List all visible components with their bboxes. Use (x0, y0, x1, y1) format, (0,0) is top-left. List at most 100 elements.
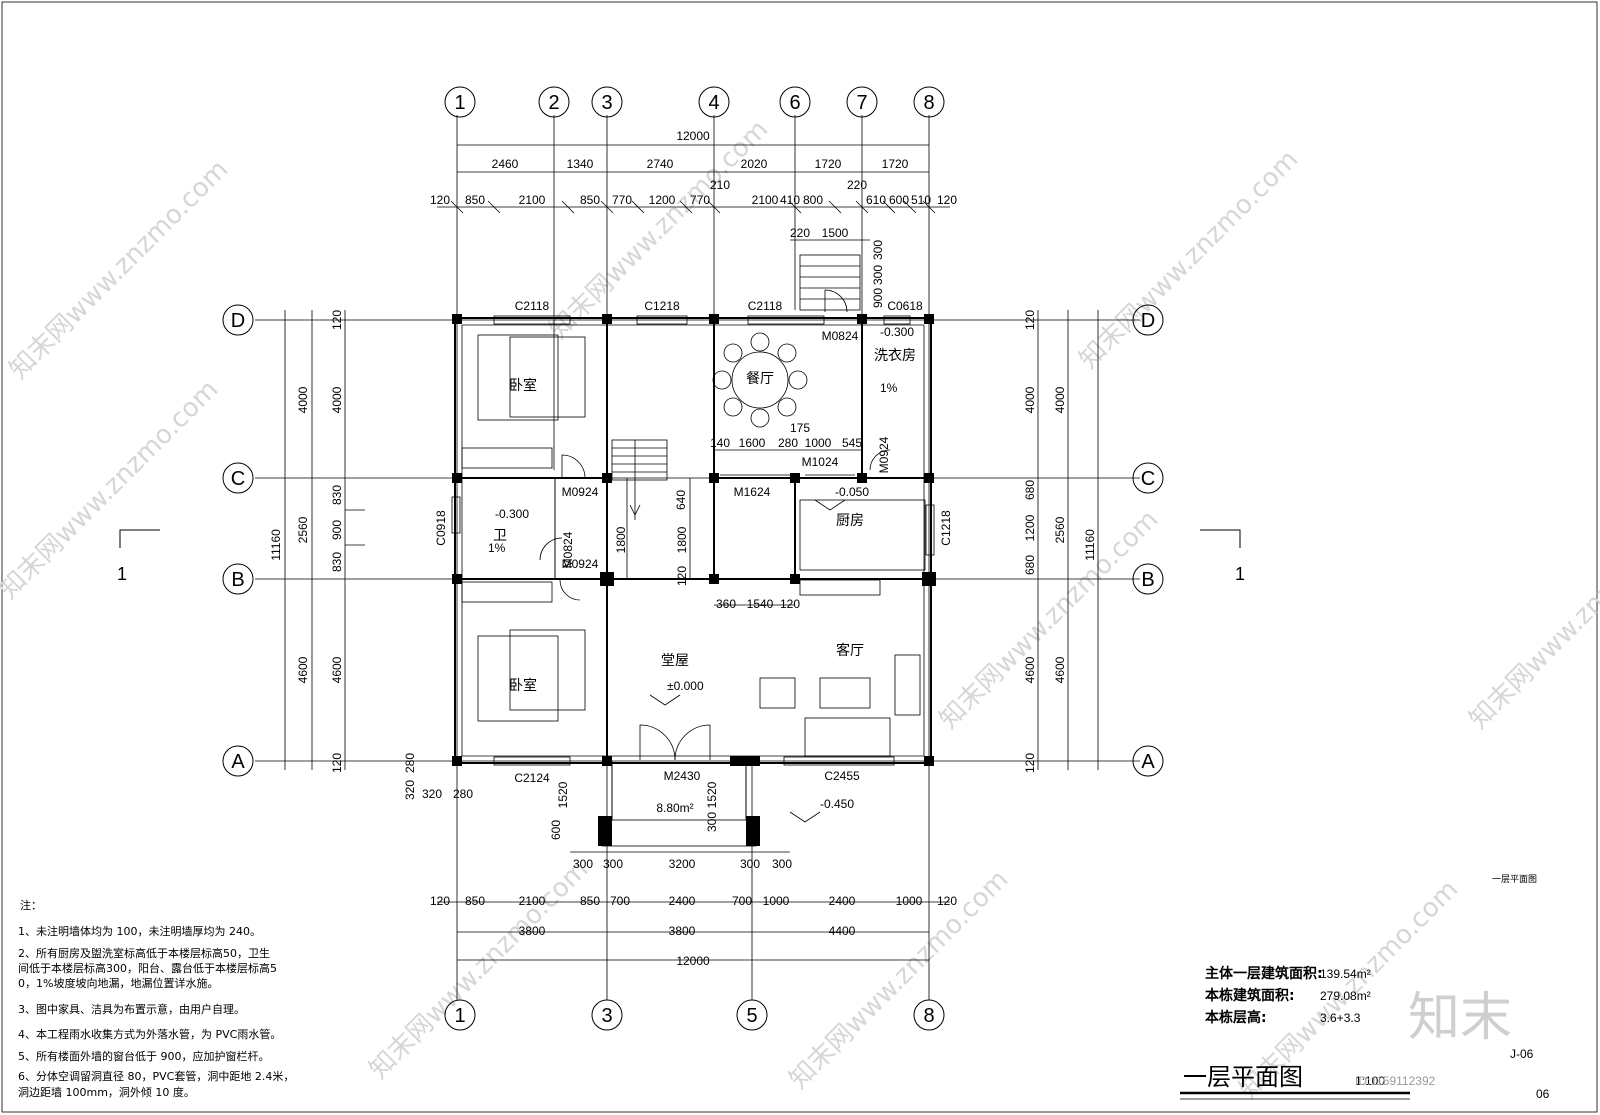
axis-bubble: 8 (913, 86, 945, 118)
svg-text:850: 850 (465, 894, 485, 908)
svg-text:M0824: M0824 (561, 531, 575, 568)
svg-text:1000: 1000 (805, 436, 832, 450)
svg-text:120: 120 (330, 753, 344, 773)
svg-text:5: 5 (746, 1005, 757, 1027)
right-dimensions: 11160 4000 2560 4600 120 4000 680 1200 6… (1023, 310, 1099, 773)
svg-text:2020: 2020 (741, 157, 768, 171)
room-label-living: 客厅 (836, 642, 864, 659)
svg-text:-0.050: -0.050 (835, 485, 869, 499)
svg-text:11160: 11160 (269, 529, 283, 561)
svg-text:C0918: C0918 (434, 510, 448, 546)
svg-text:6、分体空调留洞直径 80，PVC套管，洞中距地: 6、分体空调留洞直径 80，PVC套管，洞中距地 2.4米， (18, 1069, 294, 1083)
svg-text:1、未注明墙体均为 100，未注明墙厚均为 24: 1、未注明墙体均为 100，未注明墙厚均为 240。 (18, 924, 261, 938)
axis-bubble: 8 (913, 999, 945, 1031)
doors (539, 289, 891, 761)
watermark: 知末网www.znzmo.com (1464, 504, 1600, 735)
svg-text:2、所有厨房及盥洗室标高低于本楼层标高50，卫生: 2、所有厨房及盥洗室标高低于本楼层标高50，卫生 (18, 946, 270, 960)
svg-text:640: 640 (674, 490, 688, 510)
page-title: 一层平面图 (1183, 1063, 1303, 1091)
section-marker-right: 1 (1200, 529, 1245, 584)
svg-text:300: 300 (871, 265, 885, 285)
svg-text:900: 900 (871, 288, 885, 308)
columns (452, 314, 936, 766)
room-label-bedroom: 卧室 (509, 377, 537, 394)
window-labels: C2118 C1218 C2118 C0618 C0918 C1218 C212… (434, 299, 953, 785)
svg-text:1340: 1340 (567, 157, 594, 171)
watermark: 知末网www.znzmo.com (1074, 144, 1305, 375)
svg-text:3: 3 (601, 1005, 612, 1027)
svg-text:300: 300 (705, 812, 719, 832)
svg-text:主体一层建筑面积:: 主体一层建筑面积: (1205, 965, 1323, 982)
svg-text:C2118: C2118 (748, 299, 783, 313)
axis-bubble: A (1132, 745, 1164, 777)
bottom-axis-bubbles: 1 3 5 8 (444, 999, 945, 1031)
room-label-dining: 餐厅 (746, 371, 774, 387)
svg-text:M1024: M1024 (802, 455, 839, 469)
svg-text:545: 545 (842, 436, 862, 450)
svg-text:8: 8 (923, 92, 934, 114)
svg-text:2740: 2740 (647, 157, 674, 171)
svg-text:830: 830 (330, 485, 344, 505)
svg-text:220: 220 (847, 178, 867, 192)
sheet-code: 06 (1536, 1087, 1550, 1101)
svg-text:注：: 注： (20, 898, 42, 912)
svg-text:770: 770 (612, 193, 632, 207)
svg-text:B: B (1141, 569, 1154, 591)
svg-text:7: 7 (856, 92, 867, 114)
svg-text:4000: 4000 (330, 386, 344, 413)
svg-text:本栋层高:: 本栋层高: (1205, 1009, 1267, 1026)
svg-text:A: A (1141, 751, 1155, 773)
svg-text:120: 120 (1023, 310, 1037, 330)
svg-text:3800: 3800 (519, 924, 546, 938)
svg-text:-0.300: -0.300 (880, 325, 914, 339)
svg-text:2400: 2400 (669, 894, 696, 908)
svg-text:2560: 2560 (296, 516, 310, 543)
svg-text:1600: 1600 (739, 436, 766, 450)
svg-text:1800: 1800 (614, 526, 628, 553)
sofa (894, 654, 921, 716)
axis-bubble: 6 (779, 86, 811, 118)
svg-text:C: C (1141, 468, 1155, 490)
svg-text:±0.000: ±0.000 (667, 679, 704, 693)
room-label-hall: 堂屋 (661, 653, 689, 669)
svg-text:4、本工程雨水收集方式为外落水管，为 PV: 4、本工程雨水收集方式为外落水管，为 PVC雨水管。 (18, 1027, 281, 1041)
interior-dimensions: 140 1600 280 1000 545 175 640 1800 1800 … (403, 421, 862, 801)
top-dimensions: 12000 2460 1340 2740 2020 1720 1720 120 … (430, 129, 957, 214)
svg-text:2100: 2100 (519, 894, 546, 908)
wardrobe (461, 447, 553, 469)
axis-bubble: D (1132, 304, 1164, 336)
svg-text:4000: 4000 (1023, 386, 1037, 413)
svg-text:139.54m²: 139.54m² (1320, 967, 1371, 981)
svg-text:2560: 2560 (1053, 516, 1067, 543)
svg-text:-0.300: -0.300 (495, 507, 529, 521)
svg-text:5、所有楼面外墙的窗台低于 900，应加护窗: 5、所有楼面外墙的窗台低于 900，应加护窗栏杆。 (18, 1049, 270, 1063)
svg-text:12000: 12000 (676, 129, 710, 143)
svg-text:850: 850 (580, 193, 600, 207)
svg-text:知末: 知末 (1408, 988, 1512, 1048)
svg-text:300: 300 (740, 857, 760, 871)
bottom-dimensions: 120 850 2100 850 700 2400 700 1000 2400 … (430, 894, 957, 968)
svg-text:4600: 4600 (330, 656, 344, 683)
scale-label: 1:100 (1355, 1074, 1385, 1088)
svg-text:140: 140 (710, 436, 730, 450)
svg-text:12000: 12000 (676, 954, 710, 968)
svg-text:D: D (1141, 310, 1155, 332)
svg-text:C2118: C2118 (515, 299, 550, 313)
svg-text:1%: 1% (488, 541, 506, 555)
svg-text:210: 210 (710, 178, 730, 192)
svg-text:610: 610 (866, 193, 886, 207)
svg-text:700: 700 (610, 894, 630, 908)
svg-text:1720: 1720 (815, 157, 842, 171)
svg-text:410: 410 (780, 193, 800, 207)
svg-text:2: 2 (548, 92, 559, 114)
sofa (804, 717, 891, 757)
armchair (759, 677, 796, 709)
svg-text:3800: 3800 (669, 924, 696, 938)
svg-text:279.08m²: 279.08m² (1320, 989, 1371, 1003)
notes: 注： 1、未注明墙体均为 100，未注明墙厚均为 240。 2、所有厨房及盥洗室… (18, 898, 294, 1099)
svg-text:C2455: C2455 (824, 769, 860, 783)
svg-text:175: 175 (790, 421, 810, 435)
svg-text:M0924: M0924 (562, 485, 599, 499)
axis-bubble: 3 (591, 86, 623, 118)
